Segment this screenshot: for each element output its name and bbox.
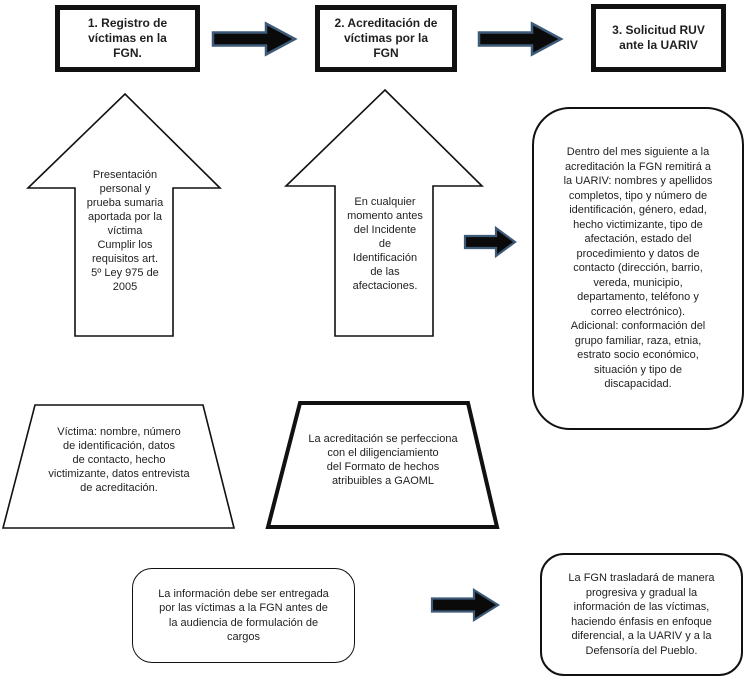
note-entrega-informacion: La información debe ser entregada por la… bbox=[132, 568, 355, 663]
step-box-3: 3. Solicitud RUV ante la UARIV bbox=[591, 4, 726, 72]
trapezoid-acreditacion bbox=[265, 401, 500, 529]
note-traslado-informacion: La FGN trasladará de manera progresiva y… bbox=[540, 553, 743, 676]
arrow-right-icon bbox=[430, 588, 501, 622]
arrow-up-shape bbox=[26, 92, 222, 337]
trapezoid-victima-datos-text: Víctima: nombre, número de identificació… bbox=[48, 426, 190, 494]
arrow-right-icon bbox=[211, 21, 298, 57]
trapezoid-acreditacion-text: La acreditación se perfecciona con el di… bbox=[308, 433, 458, 487]
arrow-right-icon bbox=[477, 21, 564, 57]
trapezoid-victima-datos bbox=[1, 404, 236, 529]
up-arrow-1-text: Presentación personal y prueba sumaria a… bbox=[86, 169, 164, 293]
arrow-up-shape bbox=[284, 88, 484, 337]
step-box-1: 1. Registro de víctimas en la FGN. bbox=[55, 5, 200, 72]
note-fgn-remision: Dentro del mes siguiente a la acreditaci… bbox=[532, 107, 744, 430]
up-arrow-2-text: En cualquier momento antes del Incidente… bbox=[347, 196, 423, 292]
arrow-right-icon bbox=[463, 225, 517, 259]
step-box-2: 2. Acreditación de víctimas por la FGN bbox=[315, 5, 457, 72]
